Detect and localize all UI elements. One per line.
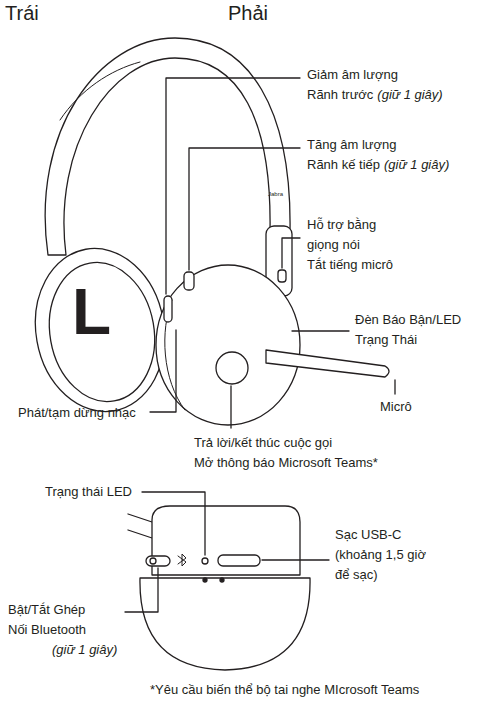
label-group: Tăng âm lượng Rãnh kế tiếp(giữ 1 giây) — [307, 135, 449, 175]
label-group: Trạng thái LED — [45, 482, 132, 502]
control-label: Sạc USB-C (khoảng 1,5 giờ để sạc) — [335, 527, 426, 582]
control-label: Đèn Báo Bận/LED Trạng Thái — [355, 312, 461, 347]
control-label: Trả lời/kết thúc cuộc gọi Mở thông báo M… — [194, 435, 378, 470]
control-label: Tăng âm lượng Rãnh kế tiếp — [307, 137, 397, 172]
label-group: Phát/tạm dừng nhạc — [18, 403, 136, 423]
label-group: L — [72, 277, 111, 347]
hold-note: (giữ 1 giây) — [377, 87, 442, 102]
control-label: Hỗ trợ bằng giọng nói Tắt tiếng micrô — [307, 217, 393, 272]
hold-note: (giữ 1 giây) — [8, 640, 117, 660]
label-group: Trả lời/kết thúc cuộc gọi Mở thông báo M… — [194, 433, 378, 473]
control-label: Bật/Tắt Ghép Nối Bluetooth — [8, 602, 86, 637]
hold-note: (giữ 1 giây) — [384, 157, 449, 172]
label-group: Micrô — [380, 397, 412, 417]
label-group: Hỗ trợ bằng giọng nói Tắt tiếng micrô — [307, 215, 393, 275]
label-group: Sạc USB-C (khoảng 1,5 giờ để sạc) — [335, 525, 426, 585]
control-label: Phát/tạm dừng nhạc — [18, 405, 136, 420]
label-group: *Yêu cầu biến thể bộ tai nghe MIcrosoft … — [150, 680, 419, 700]
footnote: *Yêu cầu biến thể bộ tai nghe MIcrosoft … — [150, 682, 419, 697]
label-group: Trái — [5, 0, 39, 26]
label-group: Jabra — [268, 190, 283, 198]
side-mark: L — [72, 276, 111, 348]
label-group: Phải — [228, 0, 268, 26]
label-group: Giảm âm lượng Rãnh trước(giữ 1 giây) — [307, 65, 443, 105]
label-group: Bật/Tắt Ghép Nối Bluetooth (giữ 1 giây) — [8, 600, 117, 660]
side-label: Trái — [5, 2, 39, 24]
label-group: Đèn Báo Bận/LED Trạng Thái — [355, 310, 461, 350]
side-label: Phải — [228, 2, 268, 24]
control-label: Trạng thái LED — [45, 484, 132, 499]
brand-mark: Jabra — [268, 191, 283, 197]
control-label: Micrô — [380, 399, 412, 414]
